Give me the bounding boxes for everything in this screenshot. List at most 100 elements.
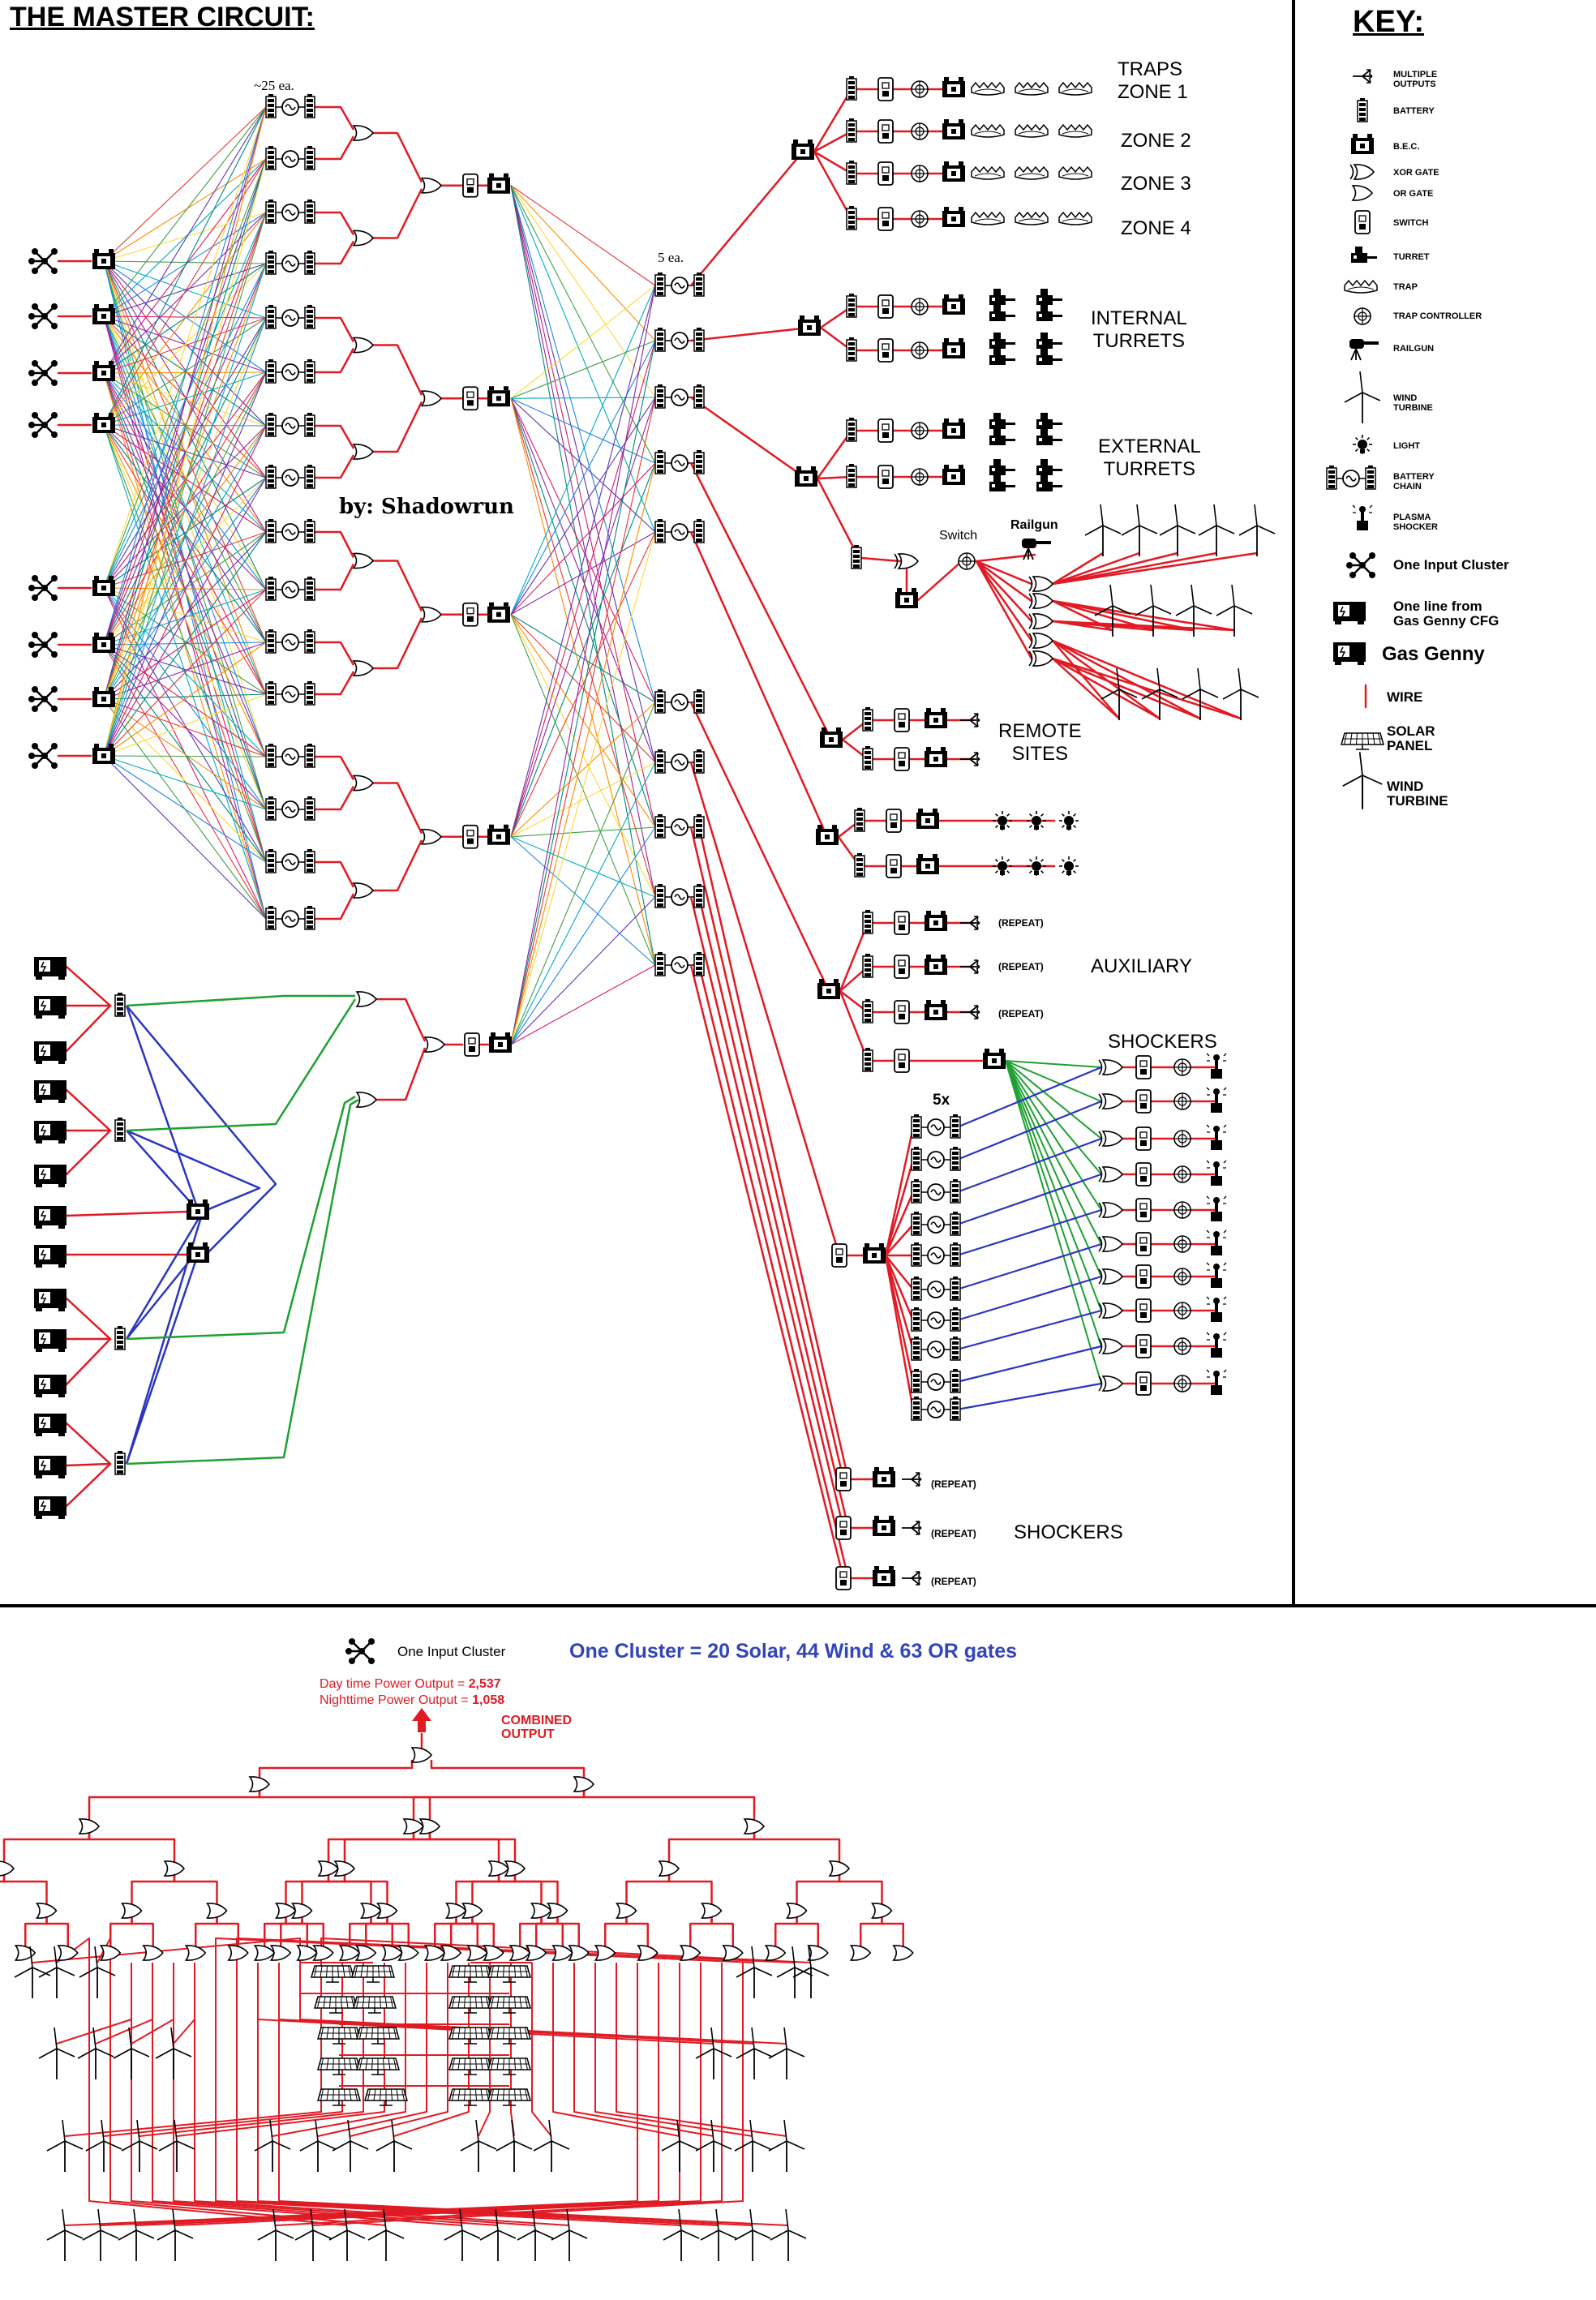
or-gate-icon [785,1903,808,1919]
wire [540,1916,564,1946]
cluster-link-wire [103,106,267,262]
wind-turbine-icon [700,2208,737,2261]
wire [285,1916,308,1946]
switch-icon [877,465,894,489]
input-cluster-icon [28,248,58,274]
battery-chain-icon [281,98,299,116]
wire [327,1831,415,1862]
wire [839,922,869,992]
battery-icon [265,906,277,930]
green-wire [1005,1060,1102,1102]
or-gate-icon [248,1776,271,1792]
battery-icon [693,328,705,352]
battery-chain-icon [671,753,689,771]
or-gate-icon [355,1092,378,1108]
battery-icon [693,519,705,543]
cluster-link-wire [103,531,267,589]
bec-icon [916,854,939,874]
bec-icon [792,139,814,160]
cluster-link-wire [103,158,267,589]
battery-icon [654,952,666,976]
light-icon [1059,811,1079,830]
trap-controller-icon [958,552,976,570]
battery-icon [950,1337,961,1361]
battery-chain-icon [281,685,299,703]
distribution-wire [510,397,656,966]
cluster-link-wire [103,106,267,757]
wind-turbine-icon [38,2027,75,2079]
battery-icon [950,1242,961,1267]
switch-icon [886,854,902,878]
battery-icon [265,359,277,384]
input-cluster-icon [345,1638,375,1664]
switch-icon [894,1000,910,1024]
distribution-wire [510,531,656,838]
key-label-turret: TURRET [1393,252,1430,262]
or-gate-icon [743,1818,766,1834]
switch-icon [1135,1055,1152,1079]
battery-icon [846,118,857,143]
solar-panel-icon [487,2058,531,2075]
battery-chain-icon [281,255,299,272]
switch-icon [1135,1232,1152,1256]
wind-turbine-icon [46,2208,84,2261]
wire [1052,551,1178,586]
distribution-wire [510,397,656,533]
light-icon [1353,435,1372,454]
xor-gate-icon [1098,1268,1124,1285]
wire [813,88,853,152]
bec-icon [795,466,817,487]
trap-icon [1015,211,1049,225]
multiple-outputs-icon [960,752,980,766]
multiple-outputs-icon [960,713,980,727]
wire [1052,657,1242,720]
wire [860,556,902,563]
wire [317,1963,427,2137]
battery-icon [304,413,315,437]
battery-icon [950,1179,961,1204]
blue-wire [955,1275,1103,1322]
wind-turbine-icon [1175,584,1212,637]
gas-genny-icon [34,1080,66,1103]
wire [88,1831,176,1862]
battery-icon [304,305,315,329]
or-gate-icon [338,1945,361,1961]
or-gate-icon [35,1903,58,1919]
battery-icon [950,1277,961,1301]
night-output-label: Nighttime Power Output = [320,1693,473,1707]
input-cluster-icon [28,632,58,658]
cluster-link-wire [103,260,267,264]
or-gate-icon [679,1945,701,1961]
battery-icon [265,681,277,706]
or-gate-icon [227,1945,249,1961]
distribution-wire [510,397,656,399]
battery-chain-icon [671,332,689,350]
wind-turbine-icon [1084,504,1122,556]
wire [278,1963,789,2226]
wind-turbine-icon [294,2208,332,2261]
blue-wire [125,1005,200,1212]
wind-turbine-icon [768,2027,805,2079]
wire [2,1831,91,1862]
battery-chain-icon [281,363,299,381]
wind-turbine-icon [113,2027,150,2079]
wire [257,1963,753,2226]
trap-controller-icon [911,422,929,440]
battery-icon [911,1242,922,1267]
cluster-link-wire [103,642,267,700]
battery-icon [654,749,666,774]
wire [195,1916,218,1946]
or-gate-icon [352,775,375,792]
or-gate-icon [402,1818,425,1834]
wire [109,1963,387,2226]
distribution-wire [510,285,656,616]
battery-icon [304,251,315,275]
shockers-bottom-label: SHOCKERS [1014,1521,1123,1543]
battery-chain-icon [927,1216,945,1234]
key-label-multiple-outputs: MULTIPLE OUTPUTS [1393,70,1438,89]
xor-gate-icon [894,553,920,569]
turret-icon [1036,459,1062,475]
battery-icon [911,1212,922,1236]
wire [1052,599,1195,632]
wire [310,454,355,479]
